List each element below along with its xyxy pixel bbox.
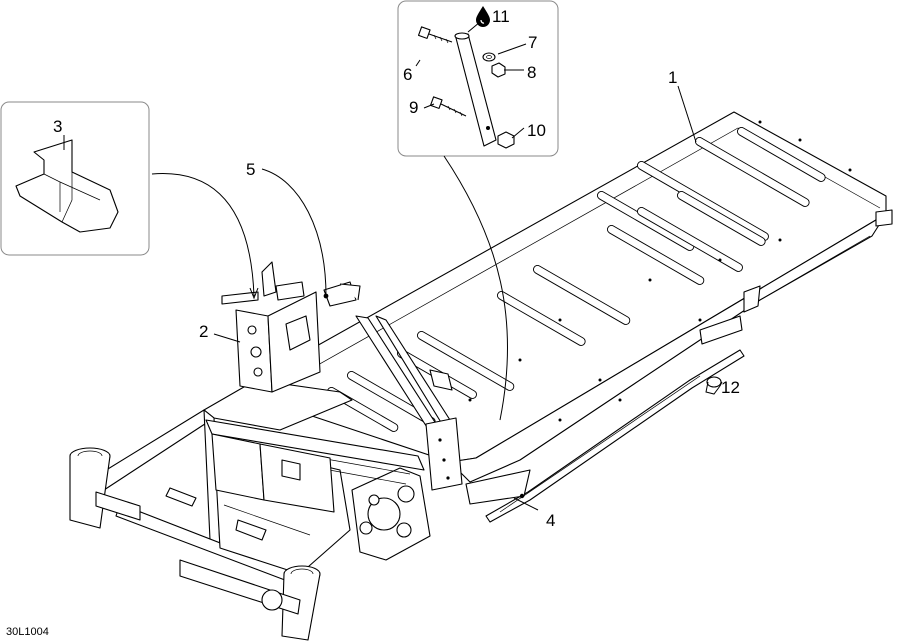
callout-1: 1	[668, 68, 677, 87]
left-shock-tower	[69, 447, 141, 529]
callout-10: 10	[527, 121, 546, 140]
part-6-bolt	[417, 26, 453, 44]
oil-drop-icon	[476, 6, 490, 27]
callout-4: 4	[546, 511, 555, 530]
callout-5: 5	[246, 160, 255, 179]
callout-2: 2	[199, 322, 208, 341]
cross-members	[205, 419, 425, 513]
callout-9: 9	[409, 98, 418, 117]
part-7-washer	[482, 52, 496, 62]
inset-box-part-3	[0, 101, 150, 256]
callout-7: 7	[528, 33, 537, 52]
hardware-rod	[454, 32, 497, 147]
callout-11: 11	[492, 7, 510, 26]
rear-end	[875, 209, 893, 227]
callout-6: 6	[403, 65, 412, 84]
callout-8: 8	[527, 63, 536, 82]
right-shock-tower	[179, 559, 321, 641]
part-12-plug	[705, 376, 722, 395]
part-9-bolt	[429, 96, 467, 117]
callout-3: 3	[53, 117, 62, 136]
part-2-plate	[235, 291, 321, 393]
inset-box-hardware	[397, 0, 559, 157]
part-5-bracket	[221, 261, 361, 307]
leader-lines	[63, 21, 723, 511]
part-3-bracket	[15, 139, 119, 233]
drawing-code: 30L1004	[6, 626, 49, 638]
callout-12: 12	[721, 378, 740, 397]
rear-shock-mount	[699, 285, 761, 345]
part-10-nut	[497, 131, 515, 149]
part-8-nut	[491, 62, 506, 78]
engine-plate	[351, 417, 463, 561]
